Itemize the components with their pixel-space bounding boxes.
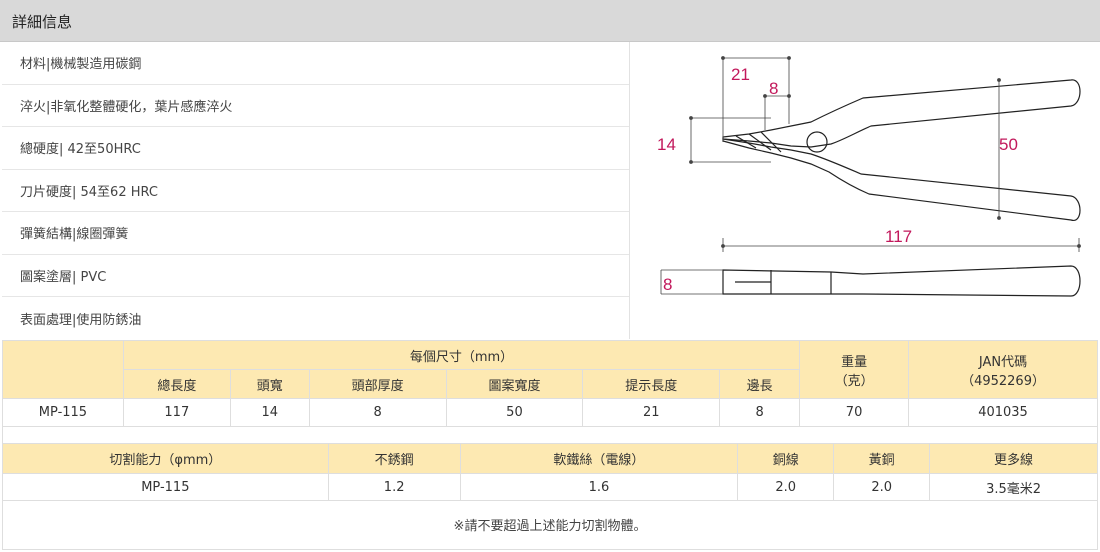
spec-list: 材料|機械製造用碳鋼 淬火|非氧化整體硬化，葉片感應淬火 總硬度| 42至50H… bbox=[2, 42, 630, 339]
cell-edge-length: 8 bbox=[719, 398, 801, 427]
cell-pattern-width: 50 bbox=[445, 398, 584, 427]
cutting-cell-brass: 2.0 bbox=[833, 473, 931, 501]
jan-header: JAN代碼 （4952269） bbox=[908, 340, 1098, 399]
cutting-cell-model: MP-115 bbox=[2, 473, 329, 501]
cell-total-length: 117 bbox=[122, 398, 231, 427]
spec-blade-hardness: 刀片硬度| 54至62 HRC bbox=[2, 170, 629, 212]
cutting-header-stainless: 不銹鋼 bbox=[327, 443, 461, 474]
model-header-blank bbox=[2, 340, 124, 399]
table-spacer bbox=[2, 427, 1098, 443]
cutting-header-copper: 銅線 bbox=[737, 443, 835, 474]
col-pattern-width: 圖案寬度 bbox=[445, 369, 584, 399]
dim-label-14: 14 bbox=[657, 135, 676, 154]
table-row: MP-115 1.2 1.6 2.0 2.0 3.5毫米2 bbox=[2, 473, 1098, 501]
cutting-header-more: 更多線 bbox=[929, 443, 1098, 474]
col-head-width: 頭寬 bbox=[229, 369, 310, 399]
section-header: 詳細信息 bbox=[0, 0, 1100, 42]
cutting-capacity-table: 切割能力（φmm） 不銹鋼 軟鐵絲（電線） 銅線 黃銅 更多線 MP-115 1… bbox=[2, 443, 1098, 501]
cell-head-width: 14 bbox=[229, 398, 310, 427]
weight-header: 重量 （克） bbox=[799, 340, 910, 399]
dim-label-21: 21 bbox=[731, 65, 750, 84]
dim-label-50: 50 bbox=[999, 135, 1018, 154]
cutting-header-capacity: 切割能力（φmm） bbox=[2, 443, 329, 474]
section-title: 詳細信息 bbox=[12, 13, 73, 31]
cutting-cell-soft-iron: 1.6 bbox=[459, 473, 739, 501]
dimensions-group-header: 每個尺寸（mm） bbox=[122, 340, 801, 370]
cutting-cell-stainless: 1.2 bbox=[327, 473, 461, 501]
col-tip-length: 提示長度 bbox=[582, 369, 721, 399]
dimensions-table: 每個尺寸（mm） 重量 （克） JAN代碼 （4952269） 總長度 頭寬 頭… bbox=[2, 340, 1098, 427]
cutting-cell-more: 3.5毫米2 bbox=[929, 473, 1098, 501]
cell-head-thickness: 8 bbox=[308, 398, 447, 427]
table-row: MP-115 117 14 8 50 21 8 70 401035 bbox=[2, 398, 1098, 427]
cell-tip-length: 21 bbox=[582, 398, 721, 427]
cutting-note: ※請不要超過上述能力切割物體。 bbox=[2, 500, 1098, 550]
spec-material: 材料|機械製造用碳鋼 bbox=[2, 42, 629, 85]
spec-total-hardness: 總硬度| 42至50HRC bbox=[2, 127, 629, 170]
cell-jan: 401035 bbox=[908, 398, 1098, 427]
cell-weight: 70 bbox=[799, 398, 910, 427]
cutting-cell-copper: 2.0 bbox=[737, 473, 835, 501]
cutting-header-brass: 黃銅 bbox=[833, 443, 931, 474]
spec-coating: 圖案塗層| PVC bbox=[2, 255, 629, 297]
pliers-diagram: 21 8 14 50 117 8 bbox=[631, 42, 1100, 340]
cutting-header-soft-iron: 軟鐵絲（電線） bbox=[459, 443, 739, 474]
pliers-drawing: 21 8 14 50 117 8 bbox=[657, 56, 1081, 297]
col-edge-length: 邊長 bbox=[719, 369, 801, 399]
col-head-thickness: 頭部厚度 bbox=[308, 369, 447, 399]
dim-label-8-side: 8 bbox=[663, 275, 672, 294]
dim-label-8-top: 8 bbox=[769, 79, 778, 98]
spec-spring: 彈簧結構|線圈彈簧 bbox=[2, 212, 629, 255]
spec-quenching: 淬火|非氧化整體硬化，葉片感應淬火 bbox=[2, 85, 629, 127]
cell-model: MP-115 bbox=[2, 398, 124, 427]
spec-surface: 表面處理|使用防銹油 bbox=[20, 312, 142, 328]
dim-label-117: 117 bbox=[885, 227, 912, 246]
col-total-length: 總長度 bbox=[122, 369, 231, 399]
